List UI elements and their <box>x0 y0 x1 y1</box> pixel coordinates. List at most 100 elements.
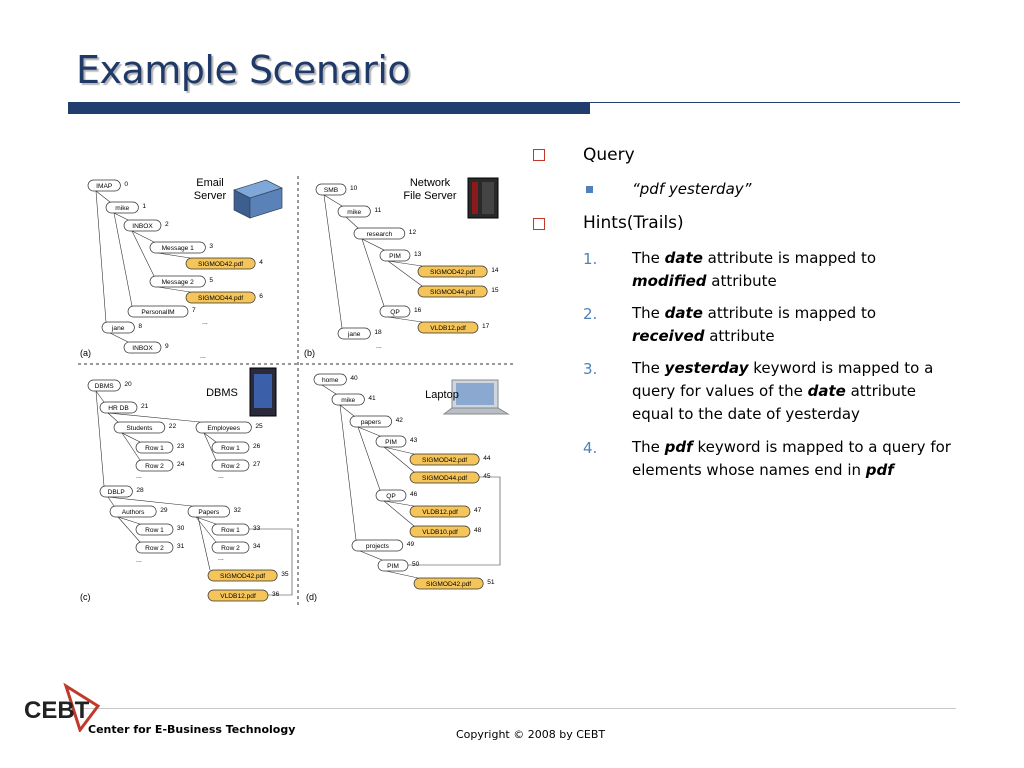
hint-number: 1. <box>583 250 598 268</box>
tree-edge <box>107 496 193 507</box>
bullet-square-icon <box>533 218 545 230</box>
tree-node-label: VLDB12.pdf <box>422 509 458 516</box>
title-underline-line <box>590 102 960 103</box>
tree-node <box>409 453 480 466</box>
tree-node <box>417 285 488 298</box>
tree-node-id: 30 <box>177 525 185 532</box>
tree-node-label: SIGMOD42.pdf <box>430 269 475 276</box>
tree-node <box>207 589 269 602</box>
tree-node <box>211 523 250 536</box>
tree-node <box>417 265 488 278</box>
tree-node-label: jane <box>111 325 125 332</box>
tree-node-id: 21 <box>141 403 149 410</box>
hints-heading: Hints(Trails) <box>583 213 684 233</box>
tree-node <box>211 541 250 554</box>
tree-edge <box>195 516 217 543</box>
hint-item: The pdf keyword is mapped to a query for… <box>632 438 951 479</box>
tree-edge <box>95 190 111 203</box>
tree-node-label: PIM <box>385 439 397 446</box>
query-example: “pdf yesterday” <box>632 180 752 198</box>
tree-edge <box>387 316 423 323</box>
tree-node-id: 36 <box>272 591 280 598</box>
tree-node-id: 33 <box>253 525 261 532</box>
tree-node-label: SIGMOD42.pdf <box>426 581 471 588</box>
tree-edge <box>107 412 201 423</box>
tree-node-label: Message 2 <box>162 279 195 286</box>
tree-node <box>135 441 174 454</box>
tree-node-label: HR DB <box>108 405 129 412</box>
tree-node-id: 18 <box>374 329 382 336</box>
tree-node-label: DBMS <box>95 383 115 390</box>
tree-node <box>135 541 174 554</box>
tree-node-label: SIGMOD44.pdf <box>198 295 243 302</box>
svg-text:CEBT: CEBT <box>24 697 90 724</box>
tree-node-label: SIGMOD44.pdf <box>430 289 475 296</box>
tree-node-id: 34 <box>253 543 261 550</box>
copyright-notice: Copyright © 2008 by CEBT <box>456 728 606 741</box>
tree-edge <box>387 260 423 287</box>
tree-node-id: 4 <box>259 259 263 266</box>
server-label: Server <box>194 190 227 202</box>
tree-node-label: VLDB12.pdf <box>220 593 256 600</box>
tree-node-id: 0 <box>124 181 128 188</box>
tree-edge <box>357 426 381 491</box>
tree-node-id: 31 <box>177 543 185 550</box>
tree-edge <box>117 516 141 543</box>
tree-node-id: 44 <box>483 455 491 462</box>
tree-edge <box>131 230 155 277</box>
tree-node-label: IMAP <box>96 183 113 190</box>
tree-node <box>109 505 157 518</box>
tree-edge <box>113 212 133 307</box>
tree-node-label: SIGMOD44.pdf <box>422 475 467 482</box>
tree-edge <box>359 550 383 561</box>
sub-bullet-square-icon <box>586 186 593 193</box>
tree-node-id: 26 <box>253 443 261 450</box>
file-server-icon <box>467 177 499 219</box>
tree-node <box>337 327 371 340</box>
tree-edge <box>157 252 191 259</box>
tree-node-label: Papers <box>198 509 220 516</box>
tree-node-id: 12 <box>409 229 417 236</box>
tree-node <box>409 471 480 484</box>
tree-edge <box>157 286 191 293</box>
tree-node <box>99 485 133 498</box>
tree-node-id: 25 <box>255 423 263 430</box>
tree-edge <box>361 238 385 307</box>
tree-node-label: QP <box>386 493 396 500</box>
ellipsis: ... <box>202 319 208 326</box>
tree-node-label: home <box>322 377 339 384</box>
tree-node-label: Row 2 <box>221 545 240 552</box>
tree-node-id: 41 <box>368 395 376 402</box>
tree-node-id: 28 <box>136 487 144 494</box>
tree-node-label: projects <box>366 543 390 550</box>
tree-node-label: papers <box>361 419 382 426</box>
organization-name: Center for E-Business Technology <box>88 723 296 736</box>
tree-node-id: 7 <box>192 307 196 314</box>
tree-node-label: DBLP <box>108 489 126 496</box>
slide-title: Example Scenario <box>76 48 411 92</box>
tree-node-id: 8 <box>138 323 142 330</box>
tree-node-id: 49 <box>407 541 415 548</box>
tree-node <box>135 523 174 536</box>
tree-node-label: jane <box>347 331 361 338</box>
tree-node <box>377 559 409 572</box>
tree-node-label: VLDB10.pdf <box>422 529 458 536</box>
tree-edge <box>383 446 415 473</box>
tree-node <box>127 305 189 318</box>
tree-node <box>99 401 138 414</box>
tree-node-id: 35 <box>281 571 289 578</box>
tree-node-id: 20 <box>124 381 132 388</box>
hint-item: The yesterday keyword is mapped to a que… <box>632 359 934 423</box>
panel-label: (a) <box>80 348 91 358</box>
tree-node-label: SIGMOD42.pdf <box>422 457 467 464</box>
tree-node-label: INBOX <box>132 345 153 352</box>
hint-number: 2. <box>583 305 598 323</box>
tree-edge <box>95 390 105 487</box>
tree-node <box>135 459 174 472</box>
panel-label: (d) <box>306 592 317 602</box>
tree-node-label: Employees <box>207 425 240 432</box>
tree-node-label: PersonalIM <box>141 309 174 316</box>
tree-edge <box>339 404 357 541</box>
tree-node-id: 15 <box>491 287 499 294</box>
tree-node-id: 23 <box>177 443 185 450</box>
